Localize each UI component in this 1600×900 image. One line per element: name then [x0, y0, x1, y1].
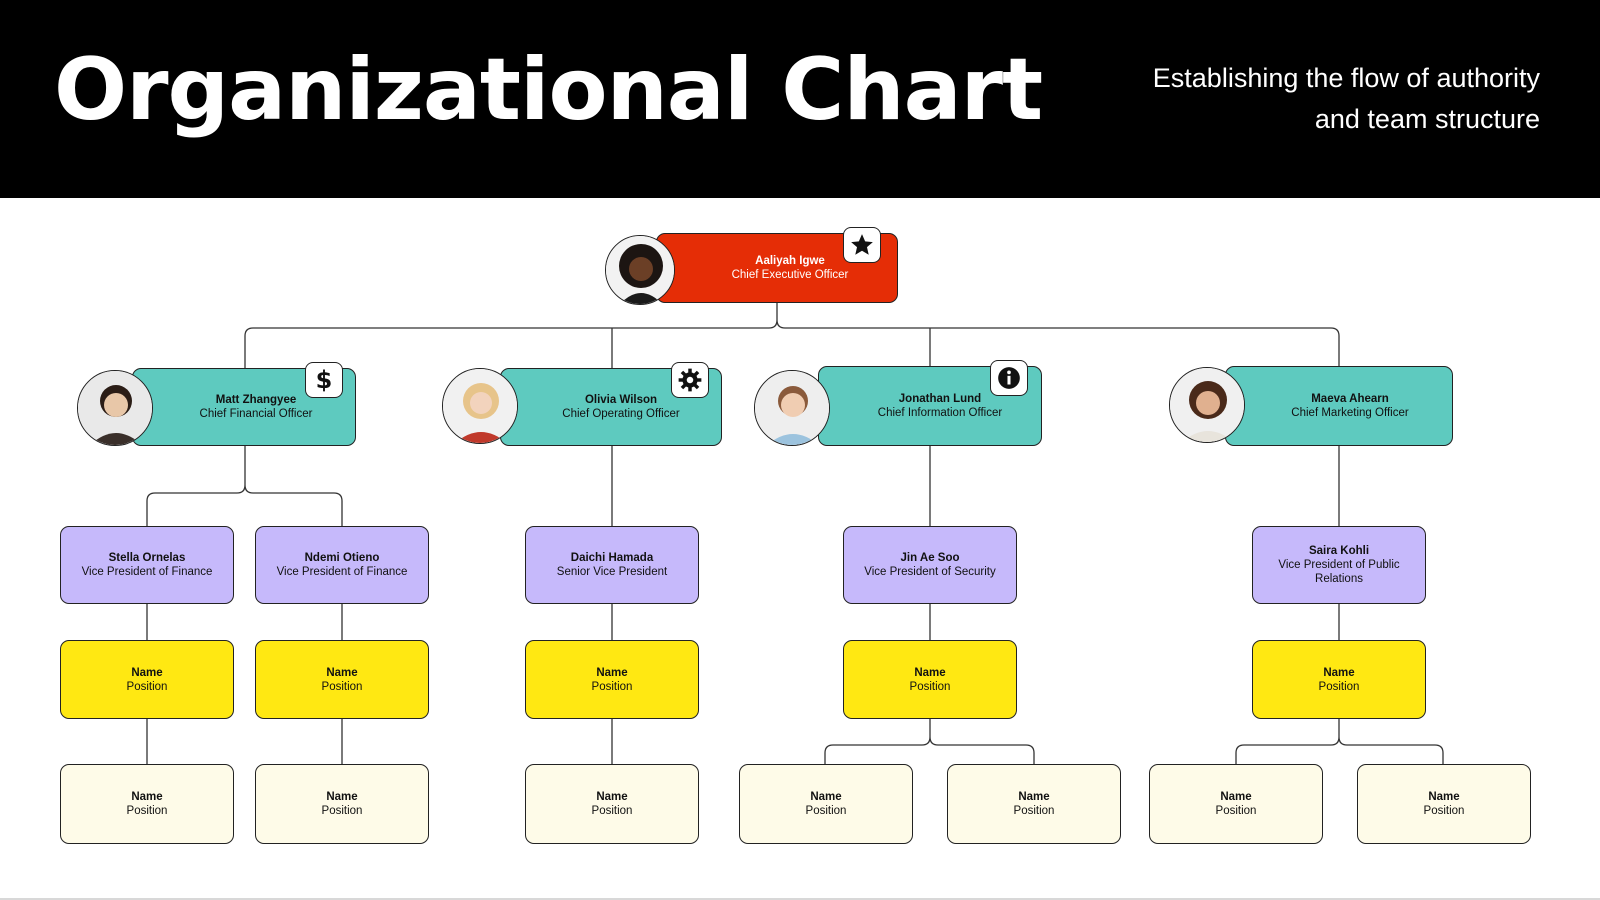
manager-name: Name [596, 666, 628, 679]
staff-position: Position [805, 805, 847, 817]
staff-name: Name [326, 791, 358, 803]
staff-card[interactable]: Name Position [947, 764, 1121, 844]
executive-card[interactable]: Matt Zhangyee Chief Financial Officer [132, 368, 356, 446]
vp-card[interactable]: Jin Ae Soo Vice President of Security [843, 526, 1017, 604]
manager-name: Name [326, 666, 358, 679]
svg-text:$: $ [316, 366, 333, 394]
footer-divider [0, 898, 1600, 900]
staff-name: Name [1220, 791, 1252, 803]
connector-vps-to-level3 [146, 604, 1340, 640]
staff-position: Position [1423, 805, 1465, 817]
manager-name: Name [1323, 666, 1355, 679]
staff-name: Name [810, 791, 842, 803]
executive-position: Chief Operating Officer [562, 408, 680, 420]
manager-position: Position [909, 680, 951, 693]
staff-name: Name [596, 791, 628, 803]
staff-name: Name [1018, 791, 1050, 803]
manager-position: Position [126, 680, 168, 693]
vp-name: Jin Ae Soo [900, 552, 960, 564]
executive-name: Jonathan Lund [898, 393, 982, 405]
staff-card[interactable]: Name Position [1357, 764, 1531, 844]
ceo-name: Aaliyah Igwe [755, 255, 825, 267]
connector-cfo-to-vps [146, 444, 343, 526]
staff-position: Position [591, 805, 633, 817]
staff-name: Name [131, 791, 163, 803]
executive-avatar [77, 370, 153, 446]
vp-name: Stella Ornelas [108, 552, 186, 564]
connector-ceo-to-executives [244, 298, 1340, 368]
vp-name: Daichi Hamada [570, 552, 654, 564]
page-subtitle: Establishing the flow of authority and t… [1152, 63, 1540, 134]
staff-position: Position [321, 805, 363, 817]
dollar-icon: $ [305, 362, 343, 398]
vp-name: Saira Kohli [1308, 545, 1370, 557]
star-icon [843, 227, 881, 263]
manager-position: Position [591, 680, 633, 693]
manager-name: Name [914, 666, 946, 679]
executive-avatar [1169, 367, 1245, 443]
manager-name: Name [131, 666, 163, 679]
vp-position: Vice President of Finance [276, 566, 408, 578]
staff-card[interactable]: Name Position [60, 764, 234, 844]
manager-card[interactable]: Name Position [255, 640, 429, 719]
executive-avatar [442, 368, 518, 444]
page-title: Organizational Chart [54, 40, 1043, 140]
staff-name: Name [1428, 791, 1460, 803]
vp-card[interactable]: Daichi Hamada Senior Vice President [525, 526, 699, 604]
staff-card[interactable]: Name Position [255, 764, 429, 844]
vp-position: Vice President of Security [864, 566, 996, 578]
connector-jin-branch [824, 719, 1035, 764]
executive-position: Chief Financial Officer [199, 408, 313, 420]
ceo-position: Chief Executive Officer [731, 269, 849, 281]
vp-position: Vice President of Public Relations [1278, 559, 1400, 585]
vp-position: Senior Vice President [556, 566, 668, 578]
vp-card[interactable]: Stella Ornelas Vice President of Finance [60, 526, 234, 604]
info-icon [990, 360, 1028, 396]
staff-card[interactable]: Name Position [525, 764, 699, 844]
ceo-avatar [605, 235, 675, 305]
executive-card[interactable]: Maeva Ahearn Chief Marketing Officer [1225, 366, 1453, 446]
connector-saira-branch [1235, 719, 1444, 764]
vp-name: Ndemi Otieno [304, 552, 380, 564]
manager-card[interactable]: Name Position [60, 640, 234, 719]
executive-name: Matt Zhangyee [215, 394, 297, 406]
manager-position: Position [321, 680, 363, 693]
manager-card[interactable]: Name Position [1252, 640, 1426, 719]
staff-position: Position [1215, 805, 1257, 817]
manager-card[interactable]: Name Position [843, 640, 1017, 719]
executive-position: Chief Information Officer [877, 407, 1003, 419]
executive-avatar [754, 370, 830, 446]
staff-card[interactable]: Name Position [1149, 764, 1323, 844]
connector-level3-to-level4 [146, 719, 613, 764]
manager-position: Position [1318, 680, 1360, 693]
executive-position: Chief Marketing Officer [1291, 407, 1409, 419]
staff-position: Position [1013, 805, 1055, 817]
executive-name: Maeva Ahearn [1311, 393, 1389, 405]
gear-icon [671, 362, 709, 398]
vp-position: Vice President of Finance [81, 566, 213, 578]
staff-card[interactable]: Name Position [739, 764, 913, 844]
executive-name: Olivia Wilson [584, 394, 658, 406]
header-banner: Organizational Chart Establishing the fl… [0, 0, 1600, 198]
vp-card[interactable]: Saira Kohli Vice President of Public Rel… [1252, 526, 1426, 604]
vp-card[interactable]: Ndemi Otieno Vice President of Finance [255, 526, 429, 604]
manager-card[interactable]: Name Position [525, 640, 699, 719]
staff-position: Position [126, 805, 168, 817]
